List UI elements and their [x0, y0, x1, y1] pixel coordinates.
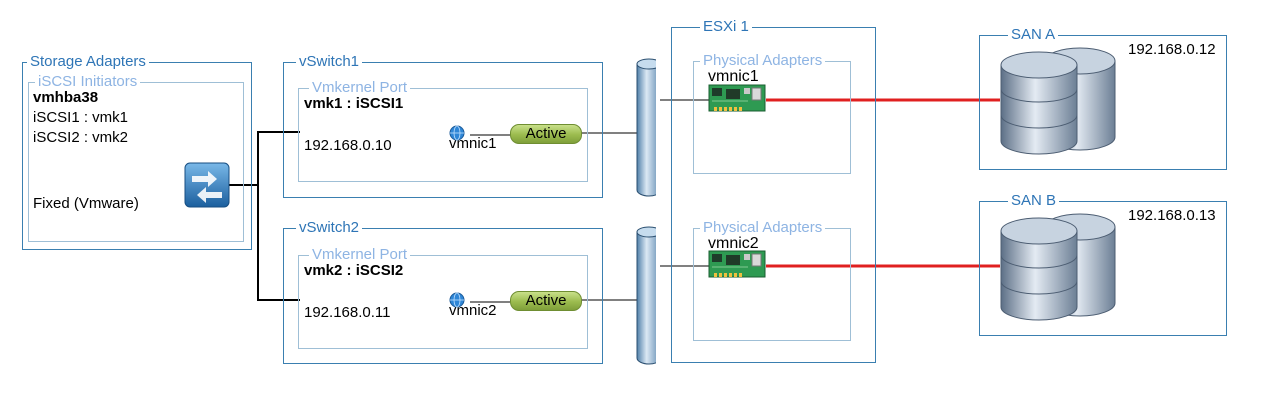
multipath-icon	[184, 162, 230, 208]
san-b-ip: 192.168.0.13	[1128, 207, 1216, 224]
san-b-title: SAN B	[1008, 193, 1060, 209]
vmnic1-active-badge: Active	[510, 124, 582, 144]
san-a-panel: SAN A 192.168.0.12	[979, 27, 1227, 170]
vswitch1-title: vSwitch1	[296, 54, 363, 70]
uplink2-cylinder-icon	[636, 226, 656, 365]
vmk1-port-name: vmk1 : iSCSI1	[304, 95, 404, 112]
vmnic2-globe-icon	[449, 292, 465, 308]
binding-vmk2: iSCSI2 : vmk2	[33, 129, 129, 146]
san-b-storage-icon	[1000, 213, 1116, 321]
path-policy: Fixed (Vmware)	[33, 195, 139, 212]
vmkernel-port2-panel: Vmkernel Port vmk2 : iSCSI2 192.168.0.11…	[298, 247, 588, 349]
san-b-panel: SAN B 192.168.0.13	[979, 193, 1227, 336]
vmkernel-port1-panel: Vmkernel Port vmk1 : iSCSI1 192.168.0.10…	[298, 80, 588, 182]
physical-adapters2-title: Physical Adapters	[700, 220, 826, 236]
physical-adapters2-panel: Physical Adapters vmnic2	[693, 220, 851, 341]
physical-nic1-label: vmnic1	[708, 68, 759, 85]
vswitch2-panel: vSwitch2	[283, 220, 603, 364]
physical-adapters1-panel: Physical Adapters vmnic1	[693, 53, 851, 174]
iscsi-initiators-title: iSCSI Initiators	[35, 74, 141, 90]
vmnic2-active-badge: Active	[510, 291, 582, 311]
vmk1-ip: 192.168.0.10	[304, 137, 392, 154]
vswitch2-title: vSwitch2	[296, 220, 363, 236]
vmk2-port-name: vmk2 : iSCSI2	[304, 262, 404, 279]
iscsi-initiators-panel: iSCSI Initiators vmhba38 iSCSI1 : vmk1 i…	[28, 74, 244, 242]
san-a-storage-icon	[1000, 47, 1116, 155]
esxi-host-panel: ESXi 1	[671, 19, 876, 363]
uplink1-cylinder-icon	[636, 58, 656, 197]
vmkernel-port1-title: Vmkernel Port	[309, 80, 411, 96]
physical-nic1-card-icon	[708, 84, 766, 112]
vmkernel-port2-title: Vmkernel Port	[309, 247, 411, 263]
binding-vmk1: iSCSI1 : vmk1	[33, 109, 129, 126]
vmnic1-globe-icon	[449, 125, 465, 141]
san-a-ip: 192.168.0.12	[1128, 41, 1216, 58]
vmk2-ip: 192.168.0.11	[304, 304, 391, 321]
physical-nic2-label: vmnic2	[708, 235, 759, 252]
storage-adapters-panel: Storage Adapters	[22, 54, 252, 250]
esxi-title: ESXi 1	[700, 19, 752, 35]
san-a-title: SAN A	[1008, 27, 1059, 43]
hba-name: vmhba38	[33, 89, 99, 106]
physical-nic2-card-icon	[708, 250, 766, 278]
physical-adapters1-title: Physical Adapters	[700, 53, 826, 69]
storage-adapters-title: Storage Adapters	[27, 54, 149, 70]
vswitch1-panel: vSwitch1	[283, 54, 603, 198]
